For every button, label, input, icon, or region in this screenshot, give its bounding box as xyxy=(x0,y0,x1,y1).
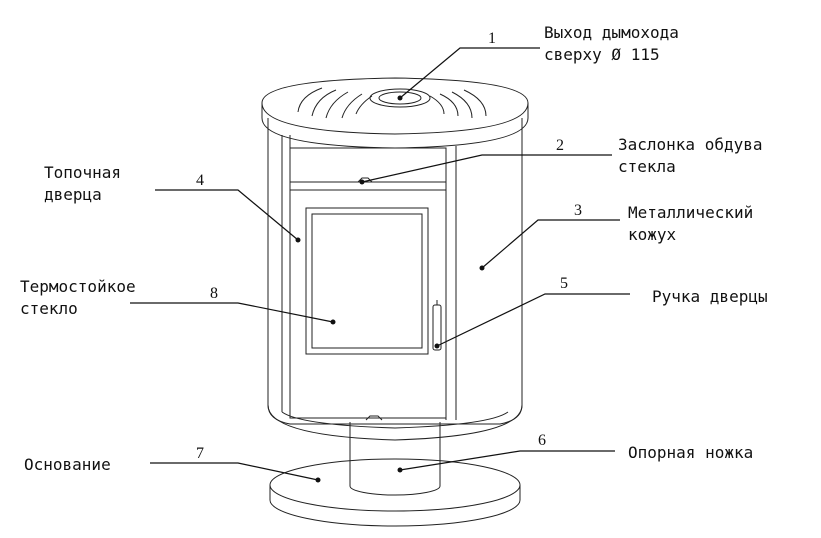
leader-6 xyxy=(399,450,615,471)
stove-top xyxy=(261,77,529,149)
stove-body xyxy=(267,118,523,441)
callout-label-1: Выход дымохода сверху Ø 115 xyxy=(544,22,679,66)
callout-label-3: Металлический кожух xyxy=(628,202,753,246)
callout-label-2-line-1: Заслонка обдува xyxy=(618,135,763,154)
dot-4 xyxy=(295,237,301,243)
callout-label-8-line-1: Термостойкое xyxy=(20,277,136,296)
callout-label-3-line-1: Металлический xyxy=(628,203,754,222)
callout-label-8-line-2: стекло xyxy=(20,299,78,318)
callout-label-2: Заслонка обдува стекла xyxy=(618,134,763,178)
leader-4 xyxy=(155,189,299,241)
dot-3 xyxy=(479,265,485,271)
dot-7 xyxy=(315,477,321,483)
callout-label-3-line-2: кожух xyxy=(628,225,677,244)
callout-label-7-line-1: Основание xyxy=(24,455,111,474)
callout-number-4: 4 xyxy=(196,172,204,189)
leader-7 xyxy=(150,462,319,481)
callout-label-6: Опорная ножка xyxy=(628,442,753,464)
leader-lines xyxy=(130,47,630,483)
callout-label-1-line-2: сверху Ø 115 xyxy=(544,45,660,64)
dot-8 xyxy=(330,319,336,325)
dot-5 xyxy=(434,343,440,349)
callout-numbers: 1 2 3 4 5 6 7 8 xyxy=(196,30,582,462)
callout-label-4-line-1: Топочная xyxy=(44,163,122,182)
support-leg xyxy=(349,422,441,496)
callout-label-6-line-1: Опорная ножка xyxy=(628,443,754,462)
callout-number-1: 1 xyxy=(488,30,496,47)
leader-5 xyxy=(436,293,630,347)
callout-label-8: Термостойкое стекло xyxy=(20,276,136,320)
base-plate xyxy=(269,458,521,527)
callout-number-3: 3 xyxy=(574,202,582,219)
callout-label-4-line-2: дверца xyxy=(44,185,102,204)
callout-label-1-line-1: Выход дымохода xyxy=(544,23,679,42)
leader-8 xyxy=(130,302,334,323)
callout-number-6: 6 xyxy=(538,432,546,449)
callout-label-5-line-1: Ручка дверцы xyxy=(652,287,768,306)
dot-2 xyxy=(359,179,365,185)
callout-label-2-line-2: стекла xyxy=(618,157,676,176)
leader-2 xyxy=(361,154,612,183)
dot-1 xyxy=(397,95,403,101)
callout-number-8: 8 xyxy=(210,285,218,302)
callout-label-7: Основание xyxy=(24,454,111,476)
leader-1 xyxy=(399,47,540,99)
callout-number-7: 7 xyxy=(196,445,204,462)
dot-6 xyxy=(397,467,403,473)
callout-label-5: Ручка дверцы xyxy=(652,286,768,308)
callout-number-5: 5 xyxy=(560,275,568,292)
leader-3 xyxy=(481,219,620,269)
callout-number-2: 2 xyxy=(556,137,564,154)
callout-label-4: Топочная дверца xyxy=(44,162,121,206)
